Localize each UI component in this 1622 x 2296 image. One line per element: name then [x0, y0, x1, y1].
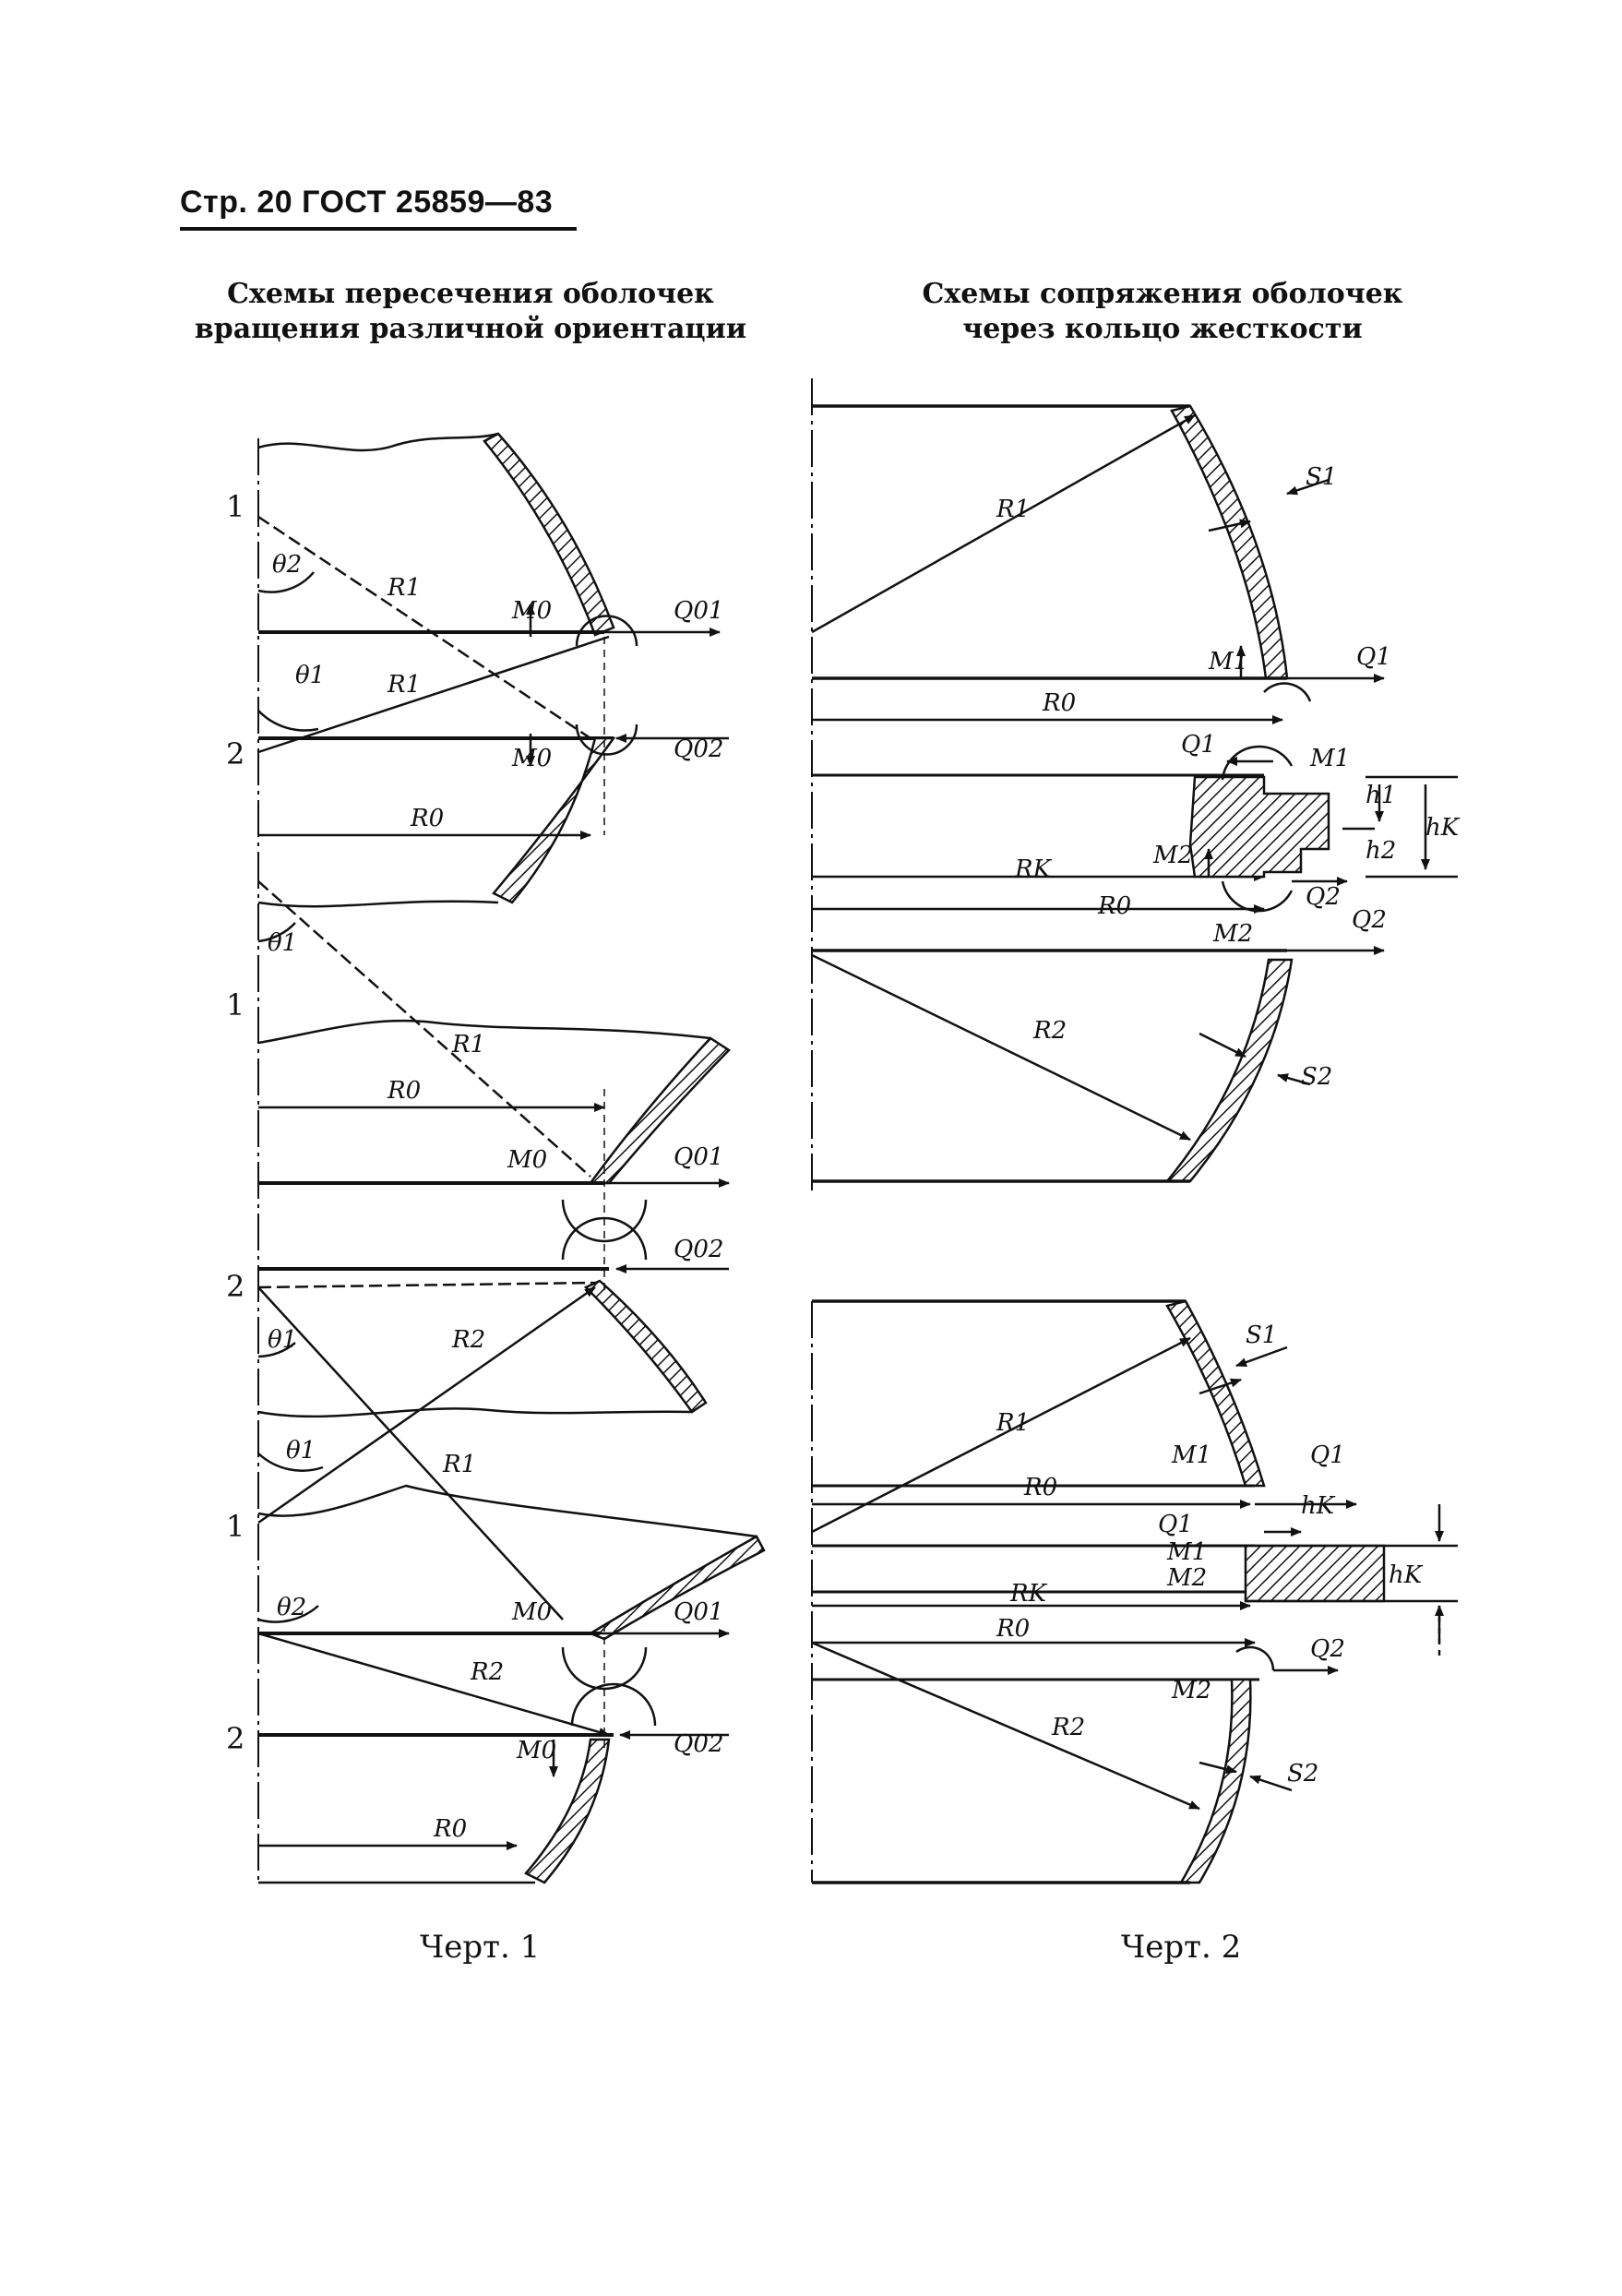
- q1-label: Q1: [1181, 731, 1216, 759]
- r0-label: R0: [387, 1077, 421, 1105]
- theta1-label: θ1: [268, 1326, 297, 1354]
- shell2-c: [583, 1279, 708, 1414]
- figure1-title: Схемы пересечения оболочек вращения разл…: [194, 277, 747, 347]
- theta1-label: θ1: [295, 662, 325, 689]
- figure2-title-line1: Схемы сопряжения оболочек: [922, 278, 1403, 310]
- q02-label: Q02: [674, 1236, 723, 1263]
- shell2-lower: [1178, 1678, 1252, 1884]
- m0-label: M0: [516, 1737, 556, 1764]
- q2-label: Q2: [1310, 1635, 1345, 1663]
- node-1: 1: [226, 489, 244, 524]
- node-1: 1: [226, 987, 244, 1022]
- shell2-e: [524, 1738, 611, 1884]
- r0-label: R0: [1023, 1474, 1057, 1501]
- s1-label: S1: [1306, 463, 1337, 491]
- figure2-drawing: [811, 378, 1458, 1884]
- m1-label: M1: [1166, 1538, 1207, 1566]
- page-header: Стр. 20 ГОСТ 25859—83: [180, 185, 554, 220]
- r1-label: R1: [442, 1451, 476, 1478]
- r1-label: R1: [996, 496, 1030, 523]
- scheme-e: [258, 1682, 729, 1884]
- theta2-label: θ2: [277, 1594, 306, 1621]
- m2-label: M2: [1166, 1564, 1207, 1592]
- r1-label: R1: [387, 671, 421, 699]
- m2-label: M2: [1212, 920, 1253, 948]
- rk-label: RK: [1014, 855, 1053, 883]
- shell1-a: [483, 432, 615, 637]
- r1-label: R1: [387, 574, 421, 602]
- s1-label: S1: [1246, 1321, 1277, 1349]
- figure1-drawing: [257, 432, 766, 1884]
- m0-label: M0: [511, 597, 552, 625]
- s2-label: S2: [1287, 1760, 1318, 1788]
- m0-label: M0: [511, 745, 552, 772]
- m0-label: M0: [507, 1146, 547, 1174]
- r1-label: R1: [996, 1409, 1030, 1437]
- figure2-title-line2: через кольцо жесткости: [962, 313, 1363, 345]
- figure1-labels: 1 2 1 2 1 2 θ2 θ1 θ1 θ1 θ1 θ2 R1 R1 R0 R…: [226, 489, 723, 1843]
- m2-label: M2: [1171, 1677, 1211, 1704]
- node-2: 2: [226, 736, 244, 771]
- hk-label: hK: [1425, 814, 1461, 842]
- q02-label: Q02: [674, 735, 723, 763]
- shell1-d: [588, 1535, 766, 1641]
- scheme-d: [257, 1453, 766, 1737]
- q01-label: Q01: [674, 1143, 723, 1171]
- figure2-label: Черт. 2: [1121, 1929, 1242, 1966]
- q1-label: Q1: [1310, 1441, 1345, 1469]
- r0-label: R0: [1042, 689, 1076, 717]
- r2-label: R2: [1051, 1714, 1085, 1741]
- r2-label: R2: [451, 1326, 485, 1354]
- m1-label: M1: [1171, 1441, 1211, 1469]
- figure1-label: Черт. 1: [420, 1929, 541, 1966]
- scheme-ring-profile: [811, 404, 1458, 1183]
- scheme-a: [257, 432, 729, 908]
- r0-label: R0: [996, 1615, 1030, 1643]
- header-rule: [180, 227, 577, 231]
- q01-label: Q01: [674, 1598, 723, 1626]
- shell1-b: [588, 1036, 731, 1185]
- figure1-title-line1: Схемы пересечения оболочек: [227, 278, 714, 310]
- r0-label: R0: [1097, 892, 1131, 920]
- node-1: 1: [226, 1509, 244, 1544]
- s2-label: S2: [1301, 1063, 1332, 1091]
- r2-label: R2: [1032, 1017, 1067, 1045]
- node-2: 2: [226, 1721, 244, 1756]
- shell2-upper: [1164, 958, 1294, 1183]
- stiffening-ring: [1188, 775, 1330, 879]
- figure2-labels: R1 S1 M1 Q1 R0 Q1 M1 h1 h2 hK M2 RK Q2 R…: [996, 463, 1461, 1788]
- q01-label: Q01: [674, 597, 723, 625]
- r1-label: R1: [451, 1031, 485, 1058]
- stiffening-ring-rect: [1244, 1544, 1386, 1603]
- theta1-label: θ1: [268, 929, 297, 957]
- m2-label: M2: [1152, 842, 1193, 869]
- m1-label: M1: [1309, 745, 1350, 772]
- h2-label: h2: [1366, 837, 1396, 865]
- q02-label: Q02: [674, 1730, 723, 1758]
- hk-label: hK: [1389, 1561, 1424, 1589]
- q2-label: Q2: [1352, 906, 1387, 934]
- q2-label: Q2: [1306, 883, 1341, 911]
- m1-label: M1: [1208, 648, 1248, 676]
- node-2: 2: [226, 1269, 244, 1304]
- theta1-label: θ1: [286, 1437, 316, 1465]
- r0-label: R0: [433, 1815, 467, 1843]
- q1-label: Q1: [1158, 1511, 1193, 1538]
- shell2-a: [492, 736, 616, 904]
- theta2-label: θ2: [272, 551, 302, 579]
- scheme-b: [257, 880, 731, 1243]
- q1-label: Q1: [1356, 643, 1391, 671]
- rk-label: RK: [1009, 1580, 1048, 1608]
- hk-label: hK: [1301, 1492, 1336, 1520]
- h1-label: h1: [1366, 782, 1396, 809]
- m0-label: M0: [511, 1598, 552, 1626]
- figure1-title-line2: вращения различной ориентации: [194, 313, 747, 345]
- scheme-ring-rectangular: [811, 1299, 1458, 1884]
- figure2-title: Схемы сопряжения оболочек через кольцо ж…: [886, 277, 1439, 347]
- scheme-c: [257, 1216, 729, 1620]
- r2-label: R2: [470, 1658, 504, 1686]
- r0-label: R0: [410, 805, 444, 832]
- shell1-upper: [1170, 404, 1289, 680]
